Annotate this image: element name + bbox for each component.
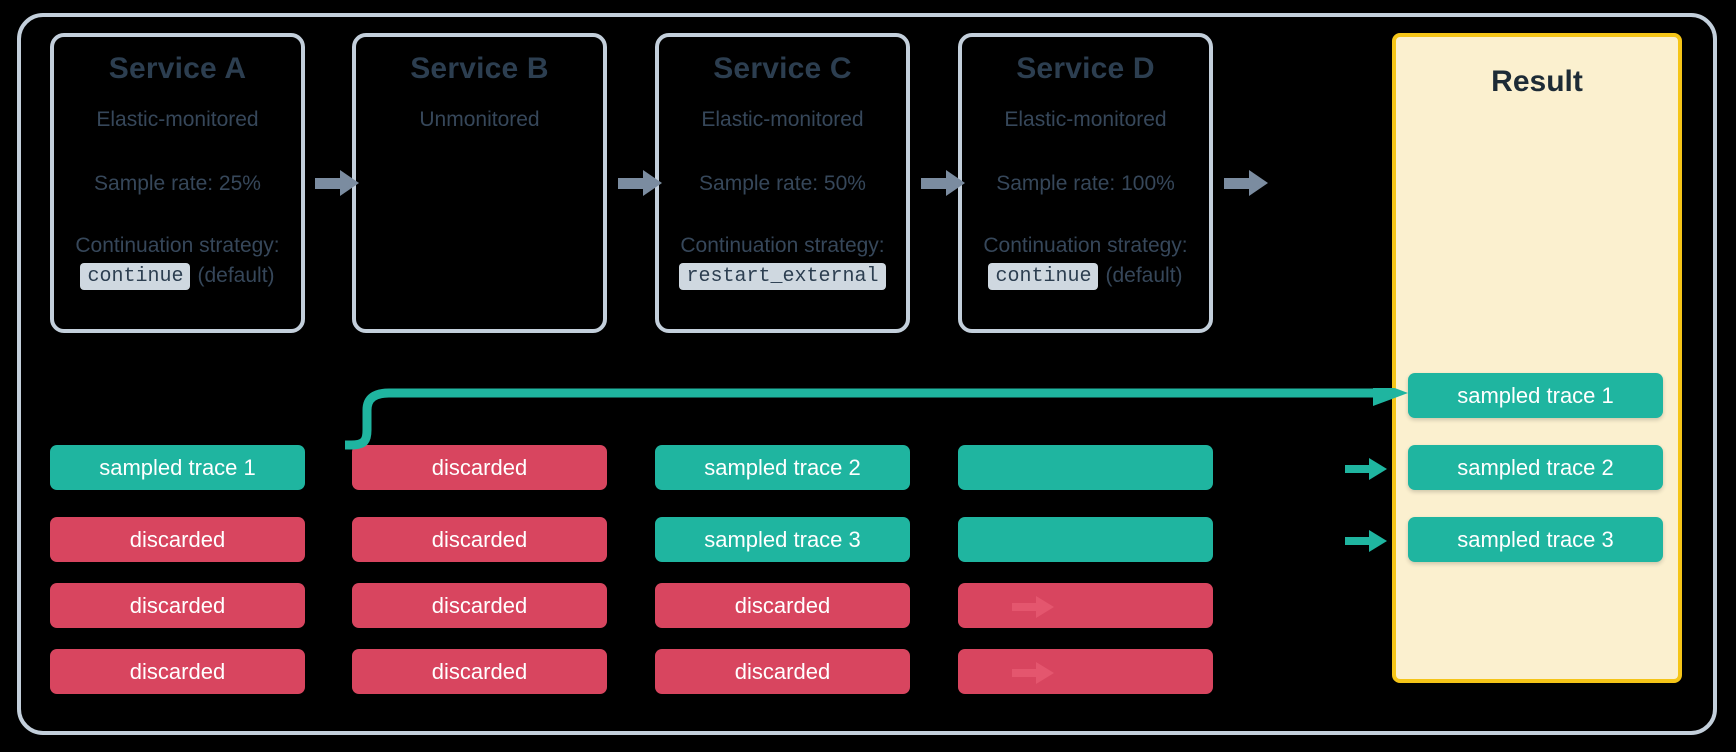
service-card-d: Service D Elastic-monitored Sample rate:… [958,33,1213,333]
arrow-icon-c4-to-d4 [1012,662,1054,684]
service-d-continuation-text: Continuation strategy: [983,233,1188,257]
arrow-icon-d2-to-result3 [1345,530,1387,552]
trace-chip-d-2 [958,517,1213,562]
trace-chip-d-3 [958,583,1213,628]
arrow-icon-c2-to-d2 [1012,530,1054,552]
trace-chip-b-4: discarded [352,649,607,694]
service-d-title: Service D [1016,52,1155,85]
service-a-monitoring: Elastic-monitored [96,108,259,131]
trace-chip-d-4 [958,649,1213,694]
arrow-right-icon-d-to-result [1224,170,1268,196]
result-chip-1: sampled trace 1 [1408,373,1663,418]
trace-chip-a-4: discarded [50,649,305,694]
trace-chip-a-3: discarded [50,583,305,628]
result-chip-3: sampled trace 3 [1408,517,1663,562]
service-a-sample-rate: Sample rate: 25% [94,172,261,196]
arrow-right-icon-b-to-c [618,170,662,196]
arrow-right-icon-c-to-d [921,170,965,196]
service-a-strategy-token: continue [80,262,191,290]
service-b-title: Service B [410,52,549,85]
service-c-monitoring: Elastic-monitored [701,108,864,131]
service-b-monitoring: Unmonitored [419,108,540,131]
service-card-b: Service B Unmonitored [352,33,607,333]
service-c-continuation-label: Continuation strategy: [680,232,884,260]
arrow-icon-d1-to-result2 [1345,458,1387,480]
result-title: Result [1491,65,1583,98]
service-d-monitoring: Elastic-monitored [1004,108,1167,131]
service-c-strategy-token: restart_external [679,262,886,290]
result-chip-2: sampled trace 2 [1408,445,1663,490]
service-d-strategy-note: (default) [1105,264,1183,288]
connector-sampled-trace-1 [345,388,1410,450]
service-card-c: Service C Elastic-monitored Sample rate:… [655,33,910,333]
service-a-continuation-label: Continuation strategy: [75,232,279,260]
arrow-right-icon-a-to-b [315,170,359,196]
service-c-title: Service C [713,52,852,85]
trace-chip-b-2: discarded [352,517,607,562]
service-a-strategy-line: continue (default) [80,262,275,290]
trace-chip-b-1: discarded [352,445,607,490]
trace-chip-c-1: sampled trace 2 [655,445,910,490]
arrow-icon-c1-to-d1 [1012,458,1054,480]
trace-chip-c-2: sampled trace 3 [655,517,910,562]
service-a-continuation-text: Continuation strategy: [75,233,280,257]
service-c-strategy-line: restart_external [679,262,886,290]
trace-chip-b-3: discarded [352,583,607,628]
service-c-sample-rate: Sample rate: 50% [699,172,866,196]
service-card-a: Service A Elastic-monitored Sample rate:… [50,33,305,333]
service-d-sample-rate: Sample rate: 100% [996,172,1175,196]
trace-chip-a-1: sampled trace 1 [50,445,305,490]
trace-chip-d-1 [958,445,1213,490]
service-d-continuation-label: Continuation strategy: [983,232,1187,260]
trace-chip-a-2: discarded [50,517,305,562]
service-d-strategy-token: continue [988,262,1099,290]
result-panel: Result [1392,33,1682,683]
arrow-icon-c3-to-d3 [1012,596,1054,618]
trace-chip-c-4: discarded [655,649,910,694]
service-a-title: Service A [108,52,247,85]
service-d-strategy-line: continue (default) [988,262,1183,290]
service-a-strategy-note: (default) [197,264,275,288]
service-c-continuation-text: Continuation strategy: [680,233,885,257]
trace-chip-c-3: discarded [655,583,910,628]
